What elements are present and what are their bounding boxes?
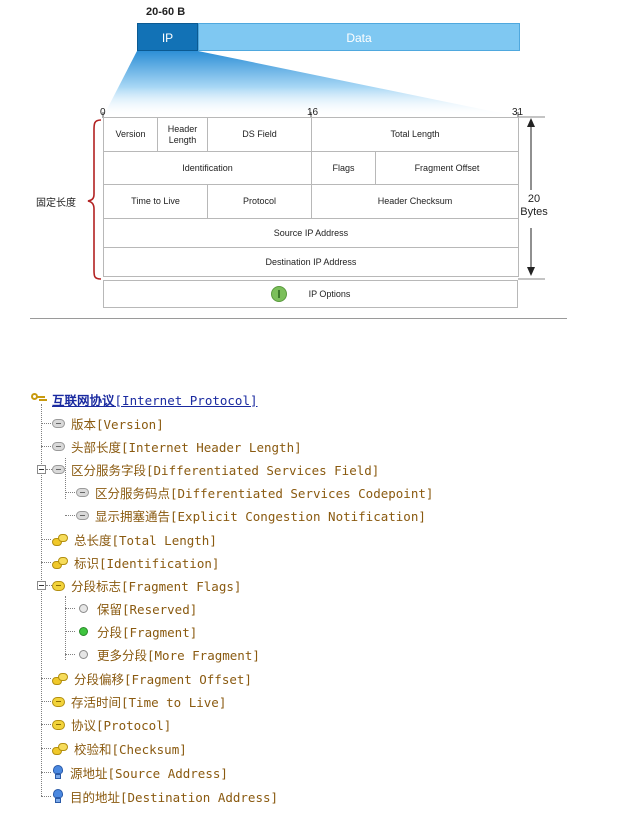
packet-size-label: 20-60 B [146, 6, 186, 18]
field-header-length: Header Length [157, 117, 208, 152]
tree-item-destination-address[interactable]: 目的地址[Destination Address] [52, 785, 278, 808]
field-icon [52, 442, 65, 451]
header-bytes-unit: Bytes [520, 206, 548, 218]
field-icon [76, 511, 89, 520]
tree-item-dscp[interactable]: 区分服务码点[Differentiated Services Codepoint… [76, 481, 433, 504]
tree-item-ecn[interactable]: 显示拥塞通告[Explicit Congestion Notification] [76, 504, 426, 527]
field-fragment-offset: Fragment Offset [375, 151, 519, 185]
bit-label-0: 0 [100, 107, 106, 118]
ip-block: IP [137, 23, 198, 51]
tree-item-source-address[interactable]: 源地址[Source Address] [52, 761, 228, 784]
tree-item-ttl[interactable]: 存活时间[Time to Live] [52, 690, 226, 713]
byte-icon [52, 580, 65, 591]
address-icon [52, 789, 64, 804]
field-ip-options-label: IP Options [308, 289, 351, 299]
field-version: Version [103, 117, 158, 152]
field-flags: Flags [311, 151, 376, 185]
multi-byte-icon [52, 533, 68, 546]
tree-item-version[interactable]: 版本[Version] [52, 412, 164, 435]
field-header-checksum: Header Checksum [311, 184, 519, 219]
tree-root-internet-protocol[interactable]: 互联网协议[Internet Protocol] [30, 388, 258, 410]
field-destination-ip: Destination IP Address [103, 247, 519, 277]
diagram-graphics [87, 51, 545, 280]
tree-item-fragment[interactable]: 分段[Fragment] [79, 620, 197, 643]
bit-label-16: 16 [307, 107, 319, 118]
tree-item-ds-field[interactable]: 区分服务字段[Differentiated Services Field] [52, 458, 379, 481]
field-icon [52, 419, 65, 428]
expansion-fan [103, 51, 520, 117]
tree-item-reserved[interactable]: 保留[Reserved] [79, 597, 197, 620]
multi-byte-icon [52, 672, 68, 685]
divider [30, 318, 567, 319]
multi-byte-icon [52, 742, 68, 755]
collapse-toggle-fragment-flags[interactable] [37, 581, 46, 590]
field-icon [52, 465, 65, 474]
field-protocol: Protocol [207, 184, 312, 219]
tree-item-protocol[interactable]: 协议[Protocol] [52, 713, 171, 736]
multi-byte-icon [52, 556, 68, 569]
field-source-ip: Source IP Address [103, 218, 519, 248]
protocol-icon [30, 392, 46, 406]
info-icon [270, 286, 287, 302]
bit-label-31: 31 [512, 107, 524, 118]
tree-item-checksum[interactable]: 校验和[Checksum] [52, 737, 187, 760]
tree-item-fragment-flags[interactable]: 分段标志[Fragment Flags] [52, 574, 241, 597]
fixed-length-label: 固定长度 [36, 198, 76, 209]
header-bytes-number: 20 [527, 193, 541, 205]
tree-item-fragment-offset[interactable]: 分段偏移[Fragment Offset] [52, 667, 252, 690]
byte-icon [52, 719, 65, 730]
tree-item-header-length[interactable]: 头部长度[Internet Header Length] [52, 435, 302, 458]
field-ds-field: DS Field [207, 117, 312, 152]
address-icon [52, 765, 64, 780]
field-identification: Identification [103, 151, 312, 185]
tree-root-label[interactable]: 互联网协议[Internet Protocol] [52, 392, 258, 408]
bit-icon [79, 604, 88, 613]
field-total-length: Total Length [311, 117, 519, 152]
field-ip-options: IP Options [103, 280, 518, 308]
header-bytes-label: 20 Bytes [518, 193, 550, 219]
tree-item-more-fragment[interactable]: 更多分段[More Fragment] [79, 643, 260, 666]
fixed-length-brace [87, 119, 102, 280]
tree-item-identification[interactable]: 标识[Identification] [52, 551, 219, 574]
ip-header-table: Version Header Length DS Field Total Len… [103, 117, 519, 277]
tree-item-total-length[interactable]: 总长度[Total Length] [52, 528, 217, 551]
collapse-toggle-ds-field[interactable] [37, 465, 46, 474]
field-ttl: Time to Live [103, 184, 208, 219]
field-icon [76, 488, 89, 497]
bit-set-icon [79, 627, 88, 636]
byte-icon [52, 696, 65, 707]
ip-header-diagram: 20-60 B IP Data 0 16 31 Version Header L… [0, 0, 618, 325]
data-block: Data [198, 23, 520, 51]
bit-icon [79, 650, 88, 659]
